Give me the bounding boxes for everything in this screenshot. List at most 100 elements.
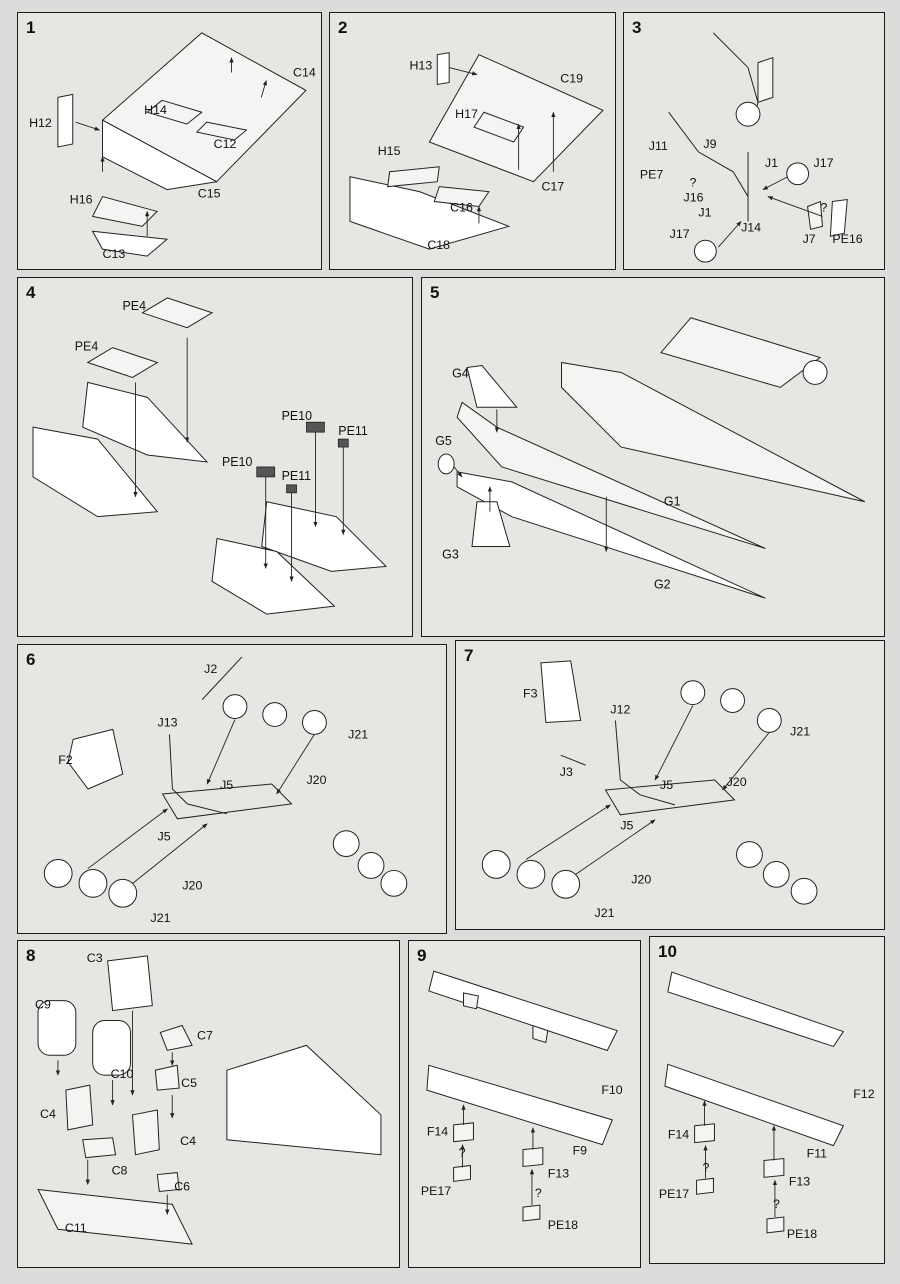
seat-c4-right xyxy=(131,1109,160,1156)
part-c8 xyxy=(82,1137,117,1159)
step-3-panel: 3 J11 J9 J1 J17 PE7 ? J16 J1 J17 J14 J7 … xyxy=(623,12,885,270)
cockpit-assembled xyxy=(226,1044,382,1156)
label-c9: C9 xyxy=(35,998,51,1012)
part-g5 xyxy=(437,453,455,475)
part-c5 xyxy=(154,1064,180,1091)
part-pe18 xyxy=(522,1204,541,1222)
step-number: 6 xyxy=(26,650,36,669)
canopy-part-1 xyxy=(82,381,209,463)
assembled-wheel-1 xyxy=(736,841,763,868)
label-j20-bottom: J20 xyxy=(182,878,202,892)
label-j11: J11 xyxy=(649,139,668,153)
step-number: 3 xyxy=(632,18,642,37)
pe4-sheet-top xyxy=(141,297,214,329)
part-c10 xyxy=(92,1020,131,1076)
f10-tab-right xyxy=(532,1024,549,1044)
wheel-right-3 xyxy=(302,710,327,735)
label-c18: C18 xyxy=(427,238,450,252)
step-2-diagram: H13 C19 H17 H15 C17 C16 C18 xyxy=(349,52,604,252)
step-number: 1 xyxy=(26,18,36,37)
canopy-part-4 xyxy=(211,537,336,615)
step-4-panel: 4 PE4 PE4 PE10 PE11 PE10 PE11 xyxy=(17,277,413,637)
label-pe4-bottom: PE4 xyxy=(75,340,99,354)
part-c19 xyxy=(428,54,604,183)
part-c12 xyxy=(195,121,248,141)
label-pe11-bottom: PE11 xyxy=(282,469,312,483)
label-q-left: ? xyxy=(703,1160,710,1174)
step-10-diagram: F12 F14 F11 ? F13 PE17 ? PE18 xyxy=(659,971,875,1241)
upper-gear-door xyxy=(757,56,774,103)
wheel-j17-left xyxy=(693,239,717,263)
part-h14 xyxy=(146,99,203,125)
part-c15 xyxy=(102,119,219,191)
label-j17-right: J17 xyxy=(814,156,834,170)
part-c3 xyxy=(107,955,153,1012)
label-c8: C8 xyxy=(112,1164,128,1178)
label-j21-bottom: J21 xyxy=(595,906,615,920)
label-c14: C14 xyxy=(293,66,316,80)
assembled-wheel-2 xyxy=(762,860,790,888)
label-pe4-top: PE4 xyxy=(123,299,147,313)
part-c6 xyxy=(156,1172,180,1193)
upper-wheel xyxy=(735,101,761,127)
label-q-left: ? xyxy=(690,176,697,190)
assembled-wheel-3 xyxy=(380,869,408,897)
label-c19: C19 xyxy=(560,71,583,85)
part-j3 xyxy=(560,754,586,766)
part-f10 xyxy=(428,970,618,1052)
step-10-panel: 10 F12 F14 F11 ? F13 PE17 ? PE18 xyxy=(649,936,885,1264)
label-j16: J16 xyxy=(684,191,704,205)
step-9-panel: 9 F10 F14 F9 ? F13 PE17 ? PE18 xyxy=(408,940,641,1268)
step-7-panel: 7 F3 J12 J3 J21 J5 J20 J5 J20 J21 xyxy=(455,640,885,930)
label-g5: G5 xyxy=(435,434,452,448)
label-j7: J7 xyxy=(803,232,816,246)
canopy-part-2 xyxy=(32,426,159,518)
label-c13: C13 xyxy=(103,247,126,261)
wheel-right-3 xyxy=(756,708,782,733)
label-j3: J3 xyxy=(560,765,573,779)
label-g2: G2 xyxy=(654,577,671,591)
label-f2: F2 xyxy=(58,753,73,767)
label-pe11-top: PE11 xyxy=(338,424,368,438)
label-pe16: PE16 xyxy=(832,232,862,246)
label-g4: G4 xyxy=(452,366,469,380)
wheel-left-1 xyxy=(43,859,73,888)
label-f13: F13 xyxy=(789,1174,810,1188)
label-j20-top: J20 xyxy=(727,775,747,789)
label-j5-top: J5 xyxy=(220,778,233,792)
label-j1-top: J1 xyxy=(765,156,778,170)
step-1-diagram: C14 H12 H14 C12 H16 C15 C13 xyxy=(29,32,316,261)
label-h17: H17 xyxy=(455,107,478,121)
label-c4-right: C4 xyxy=(180,1134,196,1148)
missile-body-top xyxy=(561,361,866,503)
part-f9 xyxy=(426,1064,613,1146)
label-c5: C5 xyxy=(181,1076,197,1090)
label-j21-bottom: J21 xyxy=(151,911,171,925)
label-c4-left: C4 xyxy=(40,1107,56,1121)
label-g3: G3 xyxy=(442,547,459,561)
label-f13: F13 xyxy=(548,1166,569,1180)
door-j7 xyxy=(807,200,823,230)
part-pe17 xyxy=(696,1177,714,1195)
label-q-right: ? xyxy=(773,1197,780,1211)
step-8-diagram: C3 C9 C7 C10 C5 C4 C4 C8 C6 C11 xyxy=(35,951,382,1245)
label-c3: C3 xyxy=(87,951,103,965)
label-g1: G1 xyxy=(664,495,681,509)
part-f14 xyxy=(453,1122,474,1143)
label-j21-top: J21 xyxy=(790,724,810,738)
part-pe16 xyxy=(829,198,848,237)
part-h13 xyxy=(436,52,450,86)
label-pe18: PE18 xyxy=(548,1218,578,1232)
part-f13 xyxy=(763,1157,785,1178)
step-3-diagram: J11 J9 J1 J17 PE7 ? J16 J1 J17 J14 J7 ? … xyxy=(640,32,863,263)
label-j2: J2 xyxy=(204,662,217,676)
wheel-left-2 xyxy=(78,868,108,898)
step-5-panel: 5 G4 G5 G1 G3 G2 xyxy=(421,277,885,637)
label-h12: H12 xyxy=(29,116,52,130)
step-number: 10 xyxy=(658,942,677,961)
part-f2 xyxy=(67,728,124,790)
step-9-diagram: F10 F14 F9 ? F13 PE17 ? PE18 xyxy=(421,970,623,1232)
label-c16: C16 xyxy=(450,200,473,214)
label-j5-top: J5 xyxy=(660,778,673,792)
label-pe10-top: PE10 xyxy=(282,409,312,423)
